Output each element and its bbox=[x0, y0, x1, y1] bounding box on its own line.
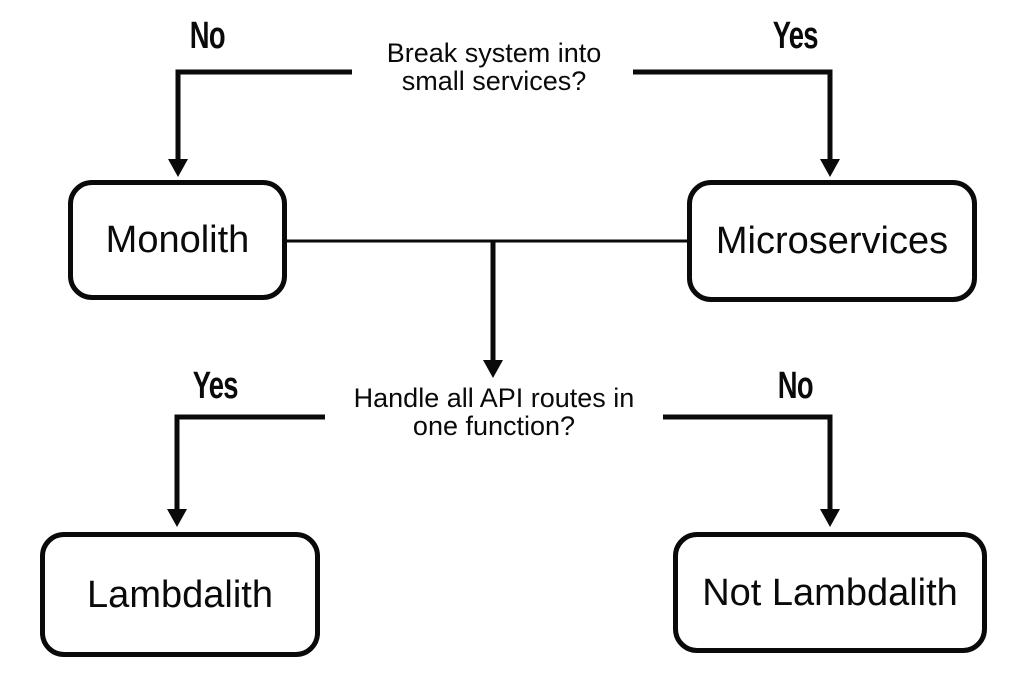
question-handle-api-routes: Handle all API routes in one function? bbox=[353, 383, 635, 441]
arrow-q2-no-head bbox=[820, 509, 840, 527]
node-microservices: Microservices bbox=[687, 180, 977, 302]
question-break-system: Break system into small services? bbox=[386, 38, 602, 96]
arrow-q1-yes-line bbox=[633, 69, 833, 160]
branch-label-q2-yes: Yes bbox=[170, 367, 260, 405]
branch-label-q1-yes: Yes bbox=[750, 17, 840, 55]
branch-label-q1-no-text: No bbox=[189, 15, 225, 57]
node-microservices-label: Microservices bbox=[715, 220, 949, 262]
node-monolith: Monolith bbox=[68, 180, 287, 300]
branch-label-q2-no-text: No bbox=[777, 365, 813, 407]
arrow-q2-no-line bbox=[663, 414, 833, 510]
node-not-lambdalith-label: Not Lambdalith bbox=[702, 571, 958, 614]
branch-label-q2-yes-text: Yes bbox=[192, 365, 238, 407]
branch-label-q1-no: No bbox=[162, 17, 252, 55]
arrow-q1-yes-head bbox=[820, 159, 840, 177]
arrow-q1-no-line bbox=[175, 69, 352, 160]
branch-label-q2-no: No bbox=[750, 367, 840, 405]
arrow-q1-no-head bbox=[168, 159, 188, 177]
arrow-to-q2-head bbox=[483, 360, 503, 378]
node-lambdalith-label: Lambdalith bbox=[87, 573, 273, 616]
node-monolith-label: Monolith bbox=[105, 219, 250, 261]
branch-label-q1-yes-text: Yes bbox=[772, 15, 818, 57]
arrow-q2-yes-head bbox=[167, 509, 187, 527]
node-lambdalith: Lambdalith bbox=[40, 532, 320, 657]
arrow-q2-yes-line bbox=[174, 414, 325, 510]
node-not-lambdalith: Not Lambdalith bbox=[673, 532, 987, 653]
